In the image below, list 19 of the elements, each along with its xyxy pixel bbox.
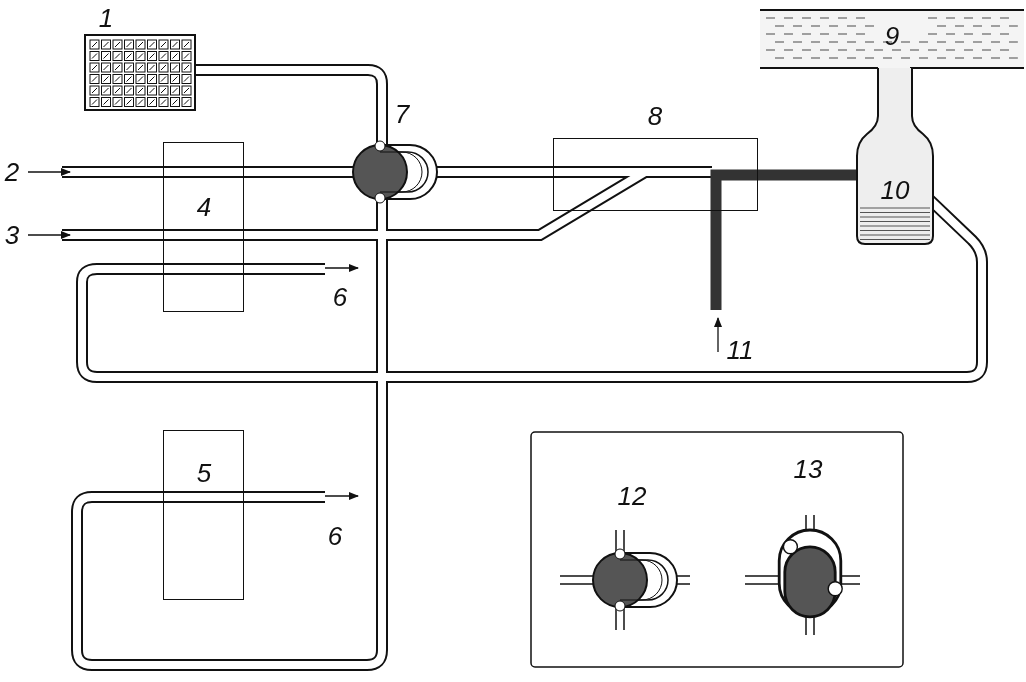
callout-number: 4 [196, 193, 212, 221]
callout-number: 12 [617, 482, 647, 510]
callout-number: 5 [196, 459, 212, 487]
callout-number: 3 [4, 221, 20, 249]
rectangular-block [163, 142, 244, 312]
callout-number: 9 [884, 22, 900, 50]
callout-number: 10 [880, 176, 910, 204]
callout-number: 8 [647, 102, 663, 130]
callout-number: 7 [394, 100, 410, 128]
callout-number: 6 [332, 283, 348, 311]
rectangular-block [163, 430, 244, 600]
callout-number: 13 [793, 455, 823, 483]
callout-number: 1 [98, 4, 114, 32]
callout-number: 6 [327, 522, 343, 550]
callout-number: 11 [726, 336, 754, 364]
bottle [855, 68, 935, 246]
tube [758, 169, 856, 181]
callout-number: 2 [4, 158, 20, 186]
reservoir-tank [760, 8, 1024, 70]
